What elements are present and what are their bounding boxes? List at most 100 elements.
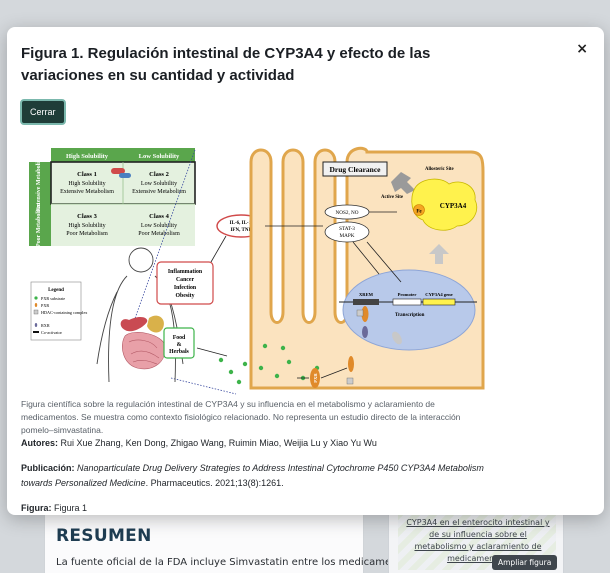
inflammation-line-1: Inflammation [168, 269, 203, 275]
authors-label: Autores: [21, 438, 59, 448]
drug-clearance-label: Drug Clearance [329, 165, 381, 174]
figure-modal: Figura 1. Regulación intestinal de CYP3A… [7, 27, 604, 515]
row-label-extensive: Extensive Metabolism [36, 155, 42, 212]
inflammation-box [156, 261, 214, 305]
legend-item-1: PXR substrate [41, 296, 65, 301]
hdac-complex [356, 309, 364, 317]
summary-text: La fuente oficial de la FDA incluye Simv… [56, 557, 413, 568]
close-icon[interactable]: × [576, 41, 588, 57]
legend-item-5: Co-activator [41, 330, 63, 335]
pill-icon [111, 168, 131, 178]
cyp3a4-label: CYP3A4 [440, 202, 467, 210]
table-header-high [51, 148, 123, 162]
heme-iron-icon [413, 204, 425, 216]
class4-title: Class 4 [149, 213, 169, 220]
class3-line2: Poor Metabolism [66, 231, 108, 237]
inflammation-line-3: Infection [174, 285, 197, 291]
figure-card-caption[interactable]: CYP3A4 en el enterocito intestinal y de … [406, 518, 550, 563]
authors-line: Autores: Rui Xue Zhang, Ken Dong, Zhigao… [21, 436, 491, 451]
pxr-label: PXR [313, 373, 318, 383]
legend-box [30, 281, 82, 341]
active-site-label: Active Site [381, 195, 403, 200]
class2-title: Class 2 [149, 171, 169, 178]
publication-details: . Pharmaceutics. 2021;13(8):1261. [145, 478, 284, 488]
publication-label: Publicación: [21, 463, 75, 473]
table-header-2: Low Solubility [139, 153, 180, 160]
zoom-line-bottom [170, 377, 237, 395]
figure-image: High Solubility Low Solubility Extensive… [21, 142, 485, 398]
class1-title: Class 1 [77, 171, 97, 178]
legend-title: Legend [48, 288, 64, 293]
nucleus [342, 269, 476, 351]
cyp-gene-label: CYP3A4 gene [425, 292, 452, 297]
class4-line1: Low Solubility [141, 223, 177, 229]
figure-value: Figura 1 [54, 503, 88, 513]
authors-value: Rui Xue Zhang, Ken Dong, Zhigao Wang, Ru… [60, 438, 377, 448]
legend-coactivator-icon [33, 331, 39, 333]
cyp3a4-enzyme [411, 178, 478, 231]
row-label-poor: Poor Metabolism [36, 203, 42, 247]
promoter-segment [392, 298, 422, 306]
modal-title: Figura 1. Regulación intestinal de CYP3A… [21, 45, 431, 84]
stat-label-1: STAT-3 [339, 226, 355, 232]
class4-line2: Poor Metabolism [138, 231, 180, 237]
inhibit-stat-2 [352, 241, 380, 275]
arrow-food-substrate [196, 347, 228, 357]
zoom-line-top [132, 149, 196, 325]
nuclear-rxr-1 [362, 326, 368, 338]
inflammation-line-2: Cancer [176, 277, 194, 283]
row-label-poor-bg [29, 204, 51, 246]
xrem-segment [353, 299, 379, 305]
fe-label: Fe [416, 210, 422, 215]
food-line-2: & [177, 342, 182, 348]
upregulation-arrow-icon [429, 244, 449, 264]
substrate-particles [218, 343, 320, 385]
close-button[interactable]: Cerrar [20, 99, 66, 125]
class1-line1: High Solubility [68, 181, 105, 187]
class1-line2: Extensive Metabolism [60, 189, 114, 195]
legend-rxr-icon [34, 323, 38, 327]
allosteric-site-label: Allosteric Site [425, 167, 454, 172]
cytokine-line-1: IL-6, IL-1, [230, 221, 253, 226]
food-box [163, 327, 195, 359]
class2-line1: Low Solubility [141, 181, 177, 187]
expand-figure-button[interactable]: Ampliar figura [492, 555, 558, 570]
clearance-arrow-icon [391, 172, 415, 194]
summary-title: RESUMEN [56, 526, 152, 546]
legend-item-4: RXR [41, 323, 50, 328]
table-header-low [123, 148, 195, 162]
class3-title: Class 3 [77, 213, 97, 220]
legend-hdac-icon [33, 309, 39, 315]
figure-label: Figura: [21, 503, 52, 513]
drug-clearance-box [322, 161, 388, 177]
table-header-1: High Solubility [66, 153, 109, 160]
legend-pxr-icon [34, 303, 38, 307]
cytokine-line-2: IFN, TNF [230, 228, 251, 233]
class2-line2: Extensive Metabolism [132, 189, 186, 195]
cytoplasm-pxr [310, 368, 320, 388]
poor-row-box [51, 204, 195, 246]
nuclear-pxr-1 [361, 306, 369, 322]
summary-card [44, 505, 364, 573]
food-line-3: Herbals [169, 349, 189, 355]
stat-label-2: MAPK [340, 233, 355, 239]
row-label-extensive-bg [29, 162, 51, 204]
inhibit-stat [366, 241, 402, 283]
gene-segment [422, 298, 456, 306]
publication-title: Nanoparticulate Drug Delivery Strategies… [21, 463, 484, 488]
digestive-organs [120, 315, 166, 370]
legend-item-2: PXR [41, 303, 49, 308]
cyp3a4-diagram: High Solubility Low Solubility Extensive… [29, 146, 485, 395]
figure-description: Figura científica sobre la regulación in… [21, 399, 461, 435]
hdac-icon-2 [346, 377, 354, 385]
inflammation-line-4: Obesity [175, 293, 194, 299]
stat-ellipse [324, 221, 370, 243]
publication-line: Publicación: Nanoparticulate Drug Delive… [21, 461, 491, 491]
figure-line: Figura: Figura 1 [21, 501, 491, 515]
promoter-label: Promoter [398, 292, 417, 297]
food-line-1: Food [173, 335, 186, 341]
transcription-label: Transcription [395, 313, 425, 318]
xrem-label: XREM [359, 292, 374, 297]
coactivator-blob [392, 331, 402, 345]
arrow-inflammation-cytokine [210, 235, 227, 263]
